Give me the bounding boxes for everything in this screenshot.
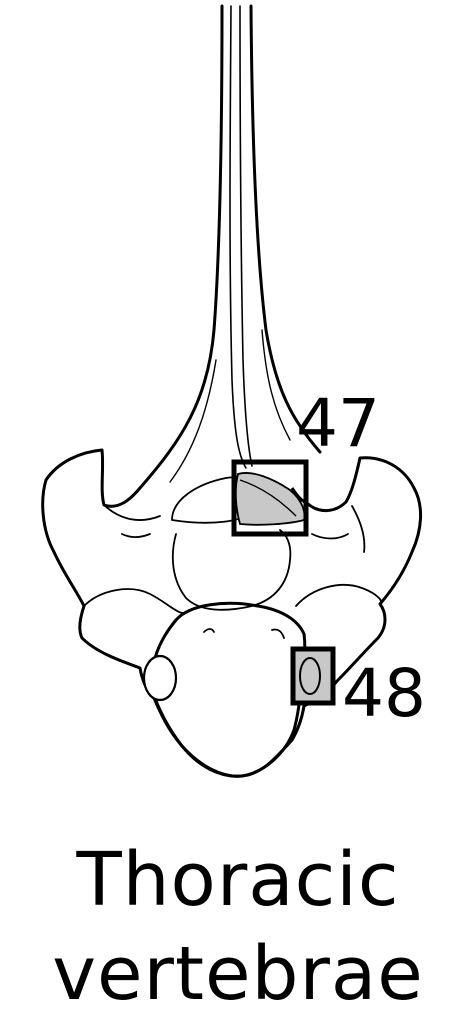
region-47: [231, 459, 309, 537]
spinous-process: [138, 4, 322, 490]
callout-label-47: 47: [296, 385, 380, 462]
caption-line-2: vertebrae: [52, 931, 424, 1017]
rib-facet-left: [142, 654, 178, 702]
callout-box-47: [231, 459, 309, 537]
region-48: [290, 646, 336, 706]
body-marks: [203, 628, 285, 639]
callout-label-48: 48: [342, 655, 426, 732]
callout-box-48: [290, 646, 336, 706]
vertebral-body: [150, 601, 307, 778]
caption-line-1: Thoracic: [76, 837, 400, 923]
